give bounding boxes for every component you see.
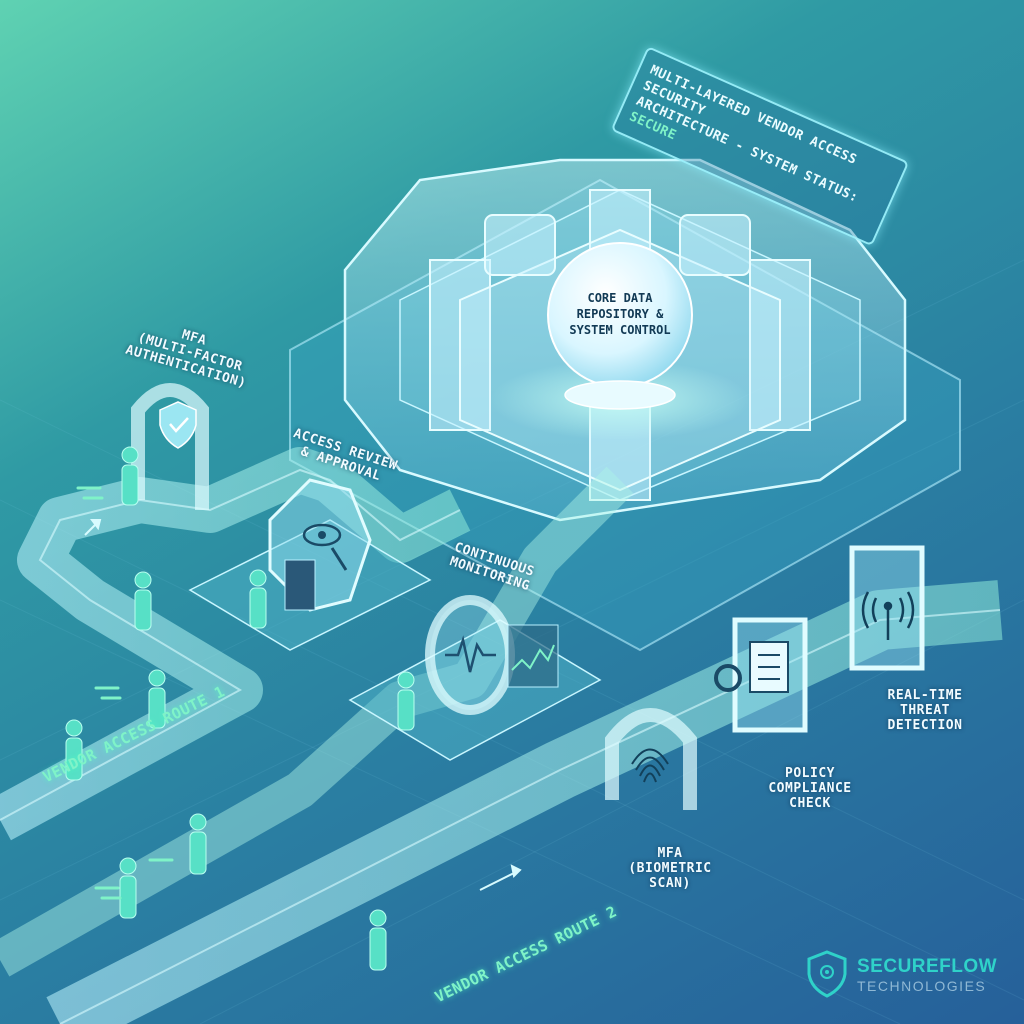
heartbeat-icon — [445, 635, 496, 673]
shield-check-icon — [159, 401, 197, 449]
fingerprint-icon — [631, 748, 669, 783]
policy-gate — [714, 617, 808, 733]
mfa-biometric-label: MFA (BIOMETRIC SCAN) — [628, 846, 712, 891]
logo-subtitle: TECHNOLOGIES — [857, 978, 987, 994]
secureflow-logo: SECUREFLOW TECHNOLOGIES — [805, 950, 1005, 1000]
route-arrows — [84, 519, 522, 891]
monitoring-ring — [425, 595, 559, 715]
gear-icon — [714, 664, 742, 692]
motion-dashes — [76, 486, 174, 900]
logo-name: SECUREFLOW — [857, 956, 998, 977]
eye-scan-icon — [302, 523, 342, 547]
core-sphere — [490, 242, 750, 440]
policy-compliance-label: POLICY COMPLIANCE CHECK — [768, 766, 852, 811]
signal-antenna-icon — [861, 591, 915, 640]
threat-detection-label: REAL-TIME THREAT DETECTION — [887, 688, 963, 733]
mfa-arch — [131, 383, 209, 510]
clipboard-checklist-icon — [749, 641, 789, 693]
terminal-icon — [284, 559, 316, 611]
core-data-label: CORE DATA REPOSITORY & SYSTEM CONTROL — [569, 291, 671, 337]
shield-logo-icon — [807, 950, 847, 998]
access-review-gate — [268, 478, 372, 612]
biometric-arch — [605, 708, 697, 810]
person-icon — [65, 446, 415, 971]
threat-gate — [849, 545, 925, 671]
